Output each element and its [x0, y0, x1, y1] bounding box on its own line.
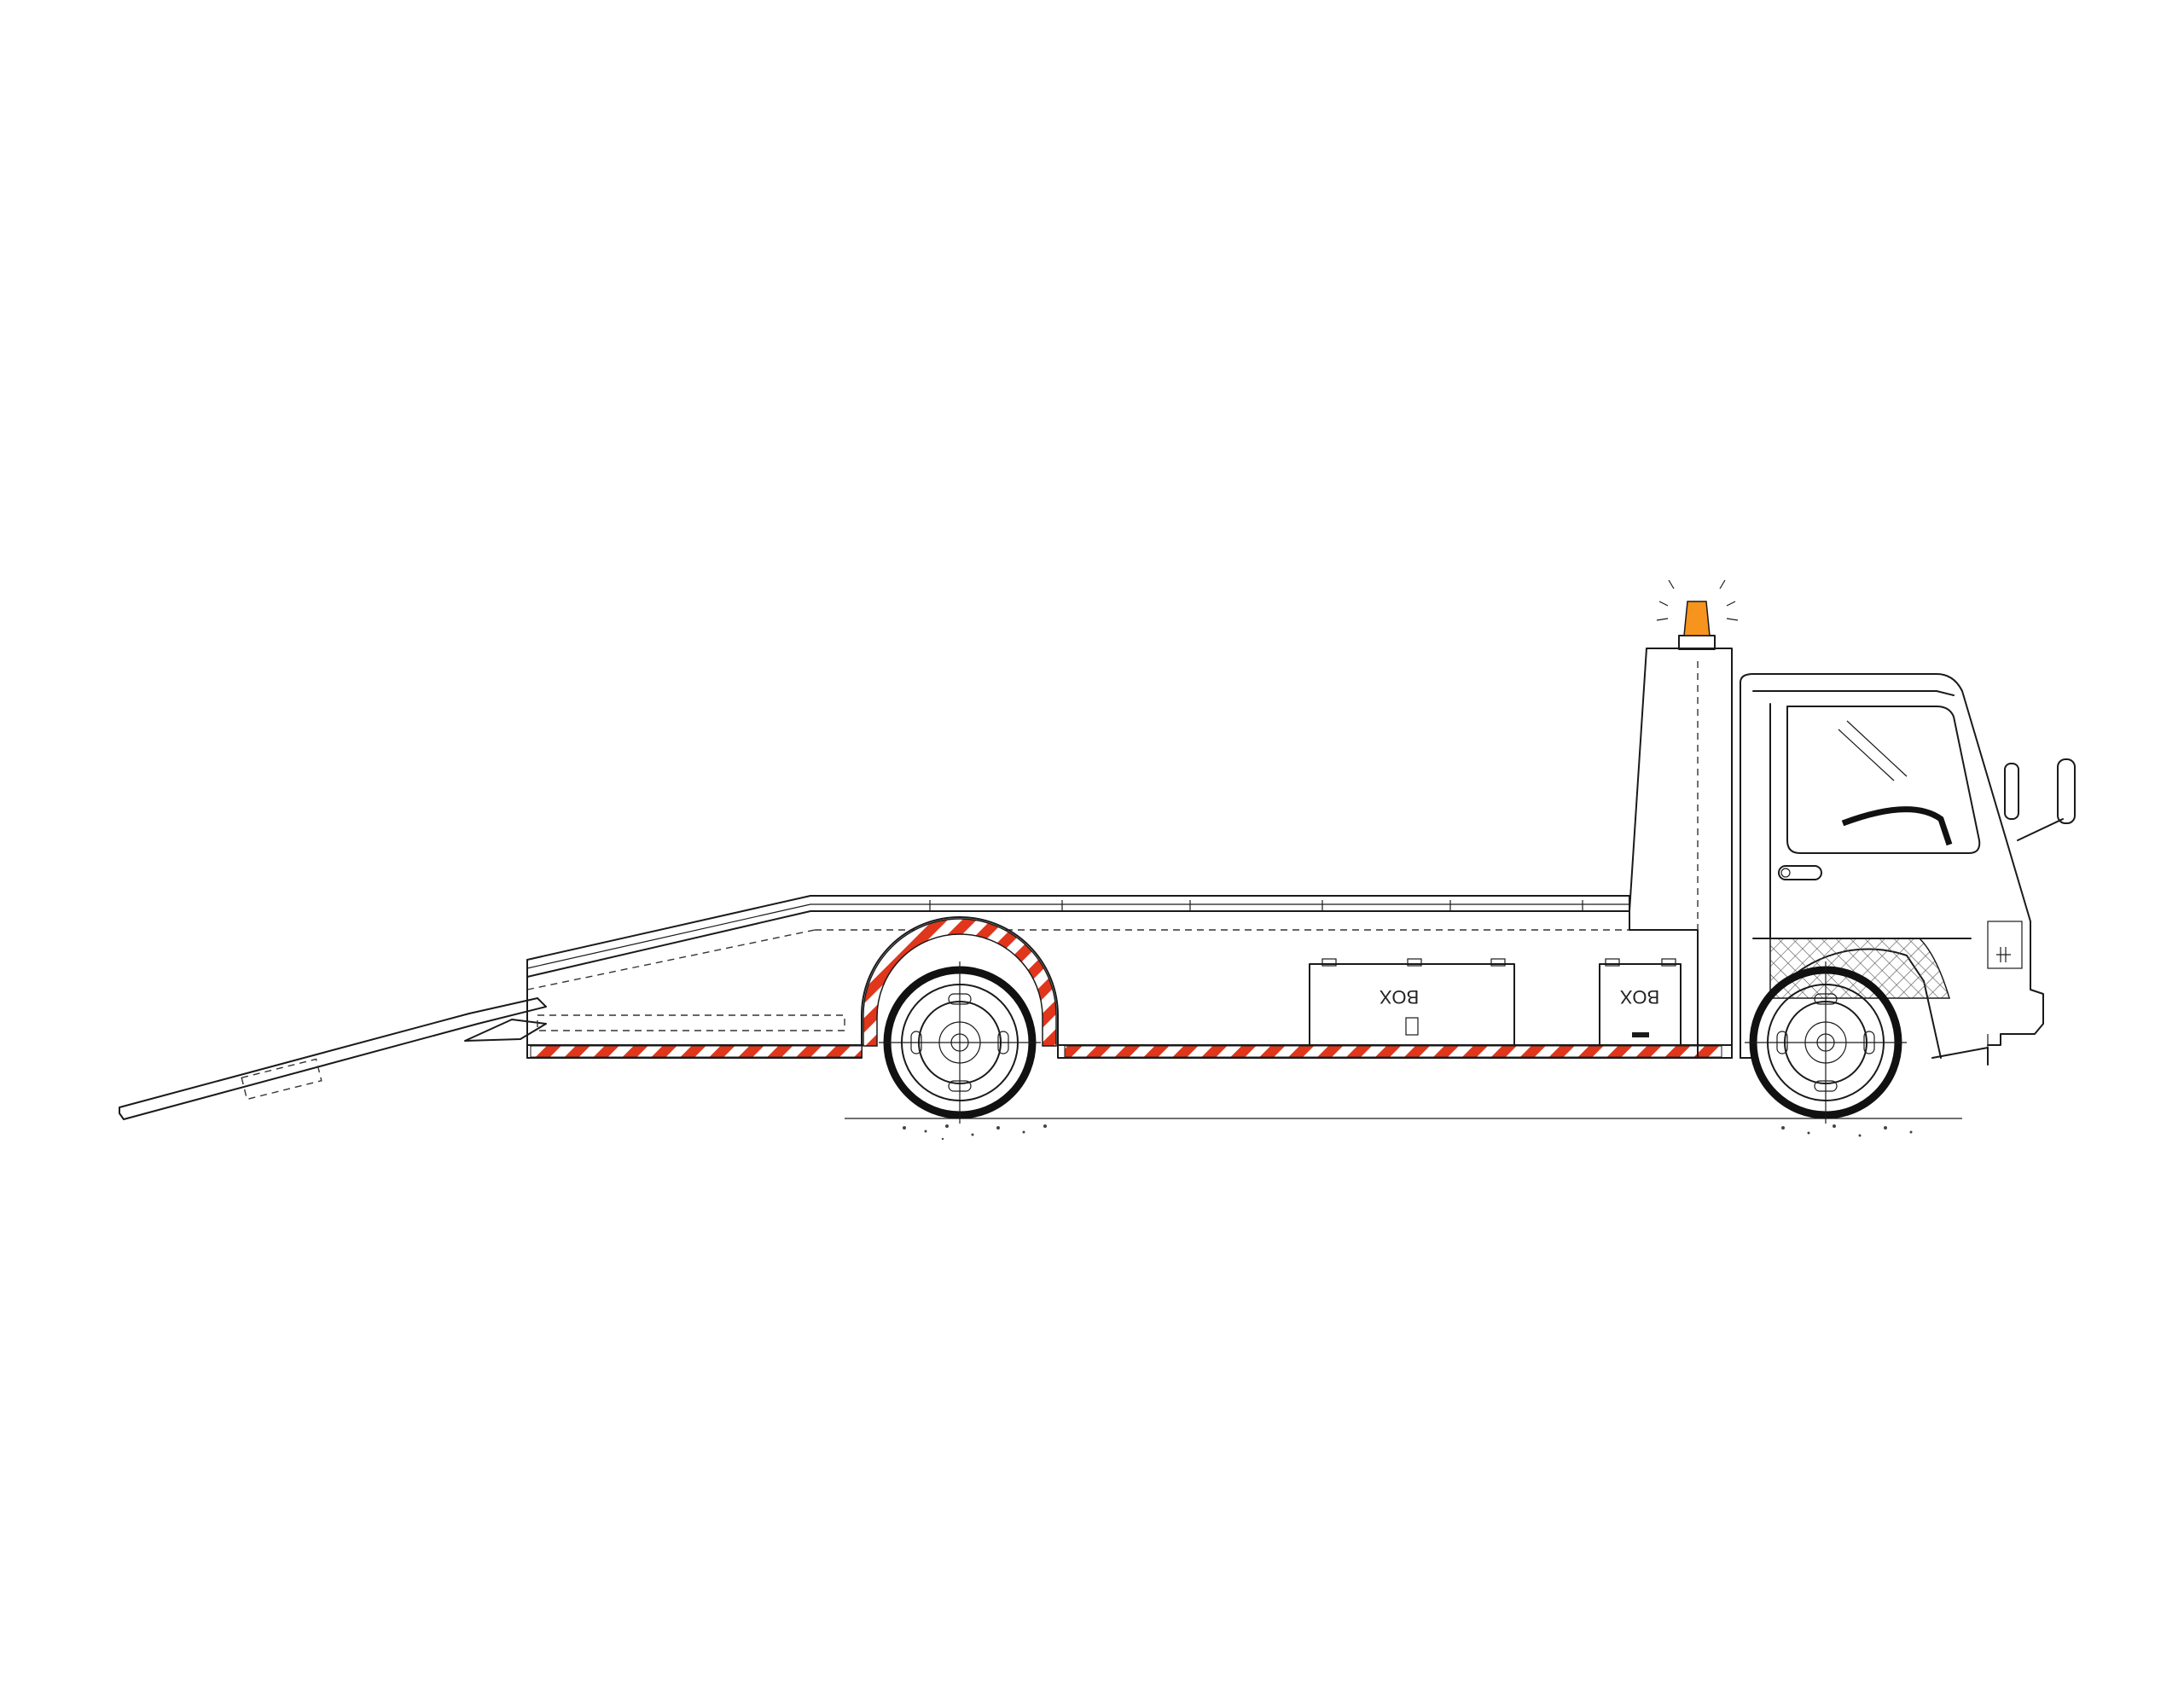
box-label: BOX — [1379, 986, 1419, 1008]
ground — [845, 1118, 1962, 1141]
loading-ramp — [119, 997, 547, 1120]
front-bumper — [1931, 1034, 1989, 1066]
beacon-light-icon — [1656, 579, 1739, 636]
side-body — [526, 916, 1733, 1059]
ramp-sleeve — [241, 1058, 322, 1101]
cab — [1740, 673, 2044, 1059]
rear-wheel-icon — [879, 961, 1041, 1124]
tool-box-large: BOX — [1309, 958, 1515, 1046]
door-handle-icon — [1778, 865, 1822, 880]
flatbed-deck — [526, 895, 1698, 1059]
tool-box-small: BOX — [1599, 958, 1682, 1046]
cab-window — [1786, 706, 1981, 854]
front-wheel-icon — [1745, 961, 1907, 1124]
side-mirror-icon — [2004, 758, 2076, 841]
hazard-stripe — [530, 918, 1722, 1058]
box-label: BOX — [1619, 986, 1659, 1008]
